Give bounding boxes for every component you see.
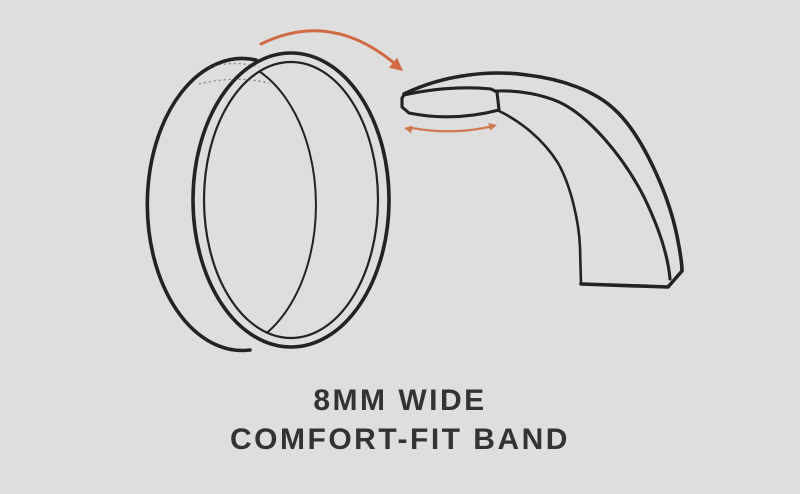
band-outer-edge — [402, 71, 684, 289]
engraving-marks — [198, 62, 270, 85]
rotation-arrow-shaft — [259, 29, 396, 65]
back-rim-ellipse — [145, 56, 258, 353]
width-arrow-head-right — [488, 123, 497, 131]
band-cross-section-illustration — [400, 71, 684, 289]
band-near-rim-edge — [494, 89, 672, 281]
ring-illustration — [145, 51, 391, 353]
cross-section-face — [400, 86, 501, 119]
caption: 8MM WIDE COMFORT-FIT BAND — [0, 381, 800, 459]
rotation-arrow-head — [388, 57, 403, 71]
width-arrow-head-left — [404, 125, 413, 134]
caption-line-2: COMFORT-FIT BAND — [230, 423, 570, 456]
bore-ellipse — [202, 60, 380, 340]
caption-line-1: 8MM WIDE — [313, 384, 487, 417]
width-arrow-shaft — [410, 125, 491, 133]
front-rim-ellipse — [191, 51, 391, 349]
width-arrow-icon — [404, 123, 497, 134]
band-inner-edge — [497, 109, 583, 286]
rotation-arrow-icon — [259, 29, 403, 71]
